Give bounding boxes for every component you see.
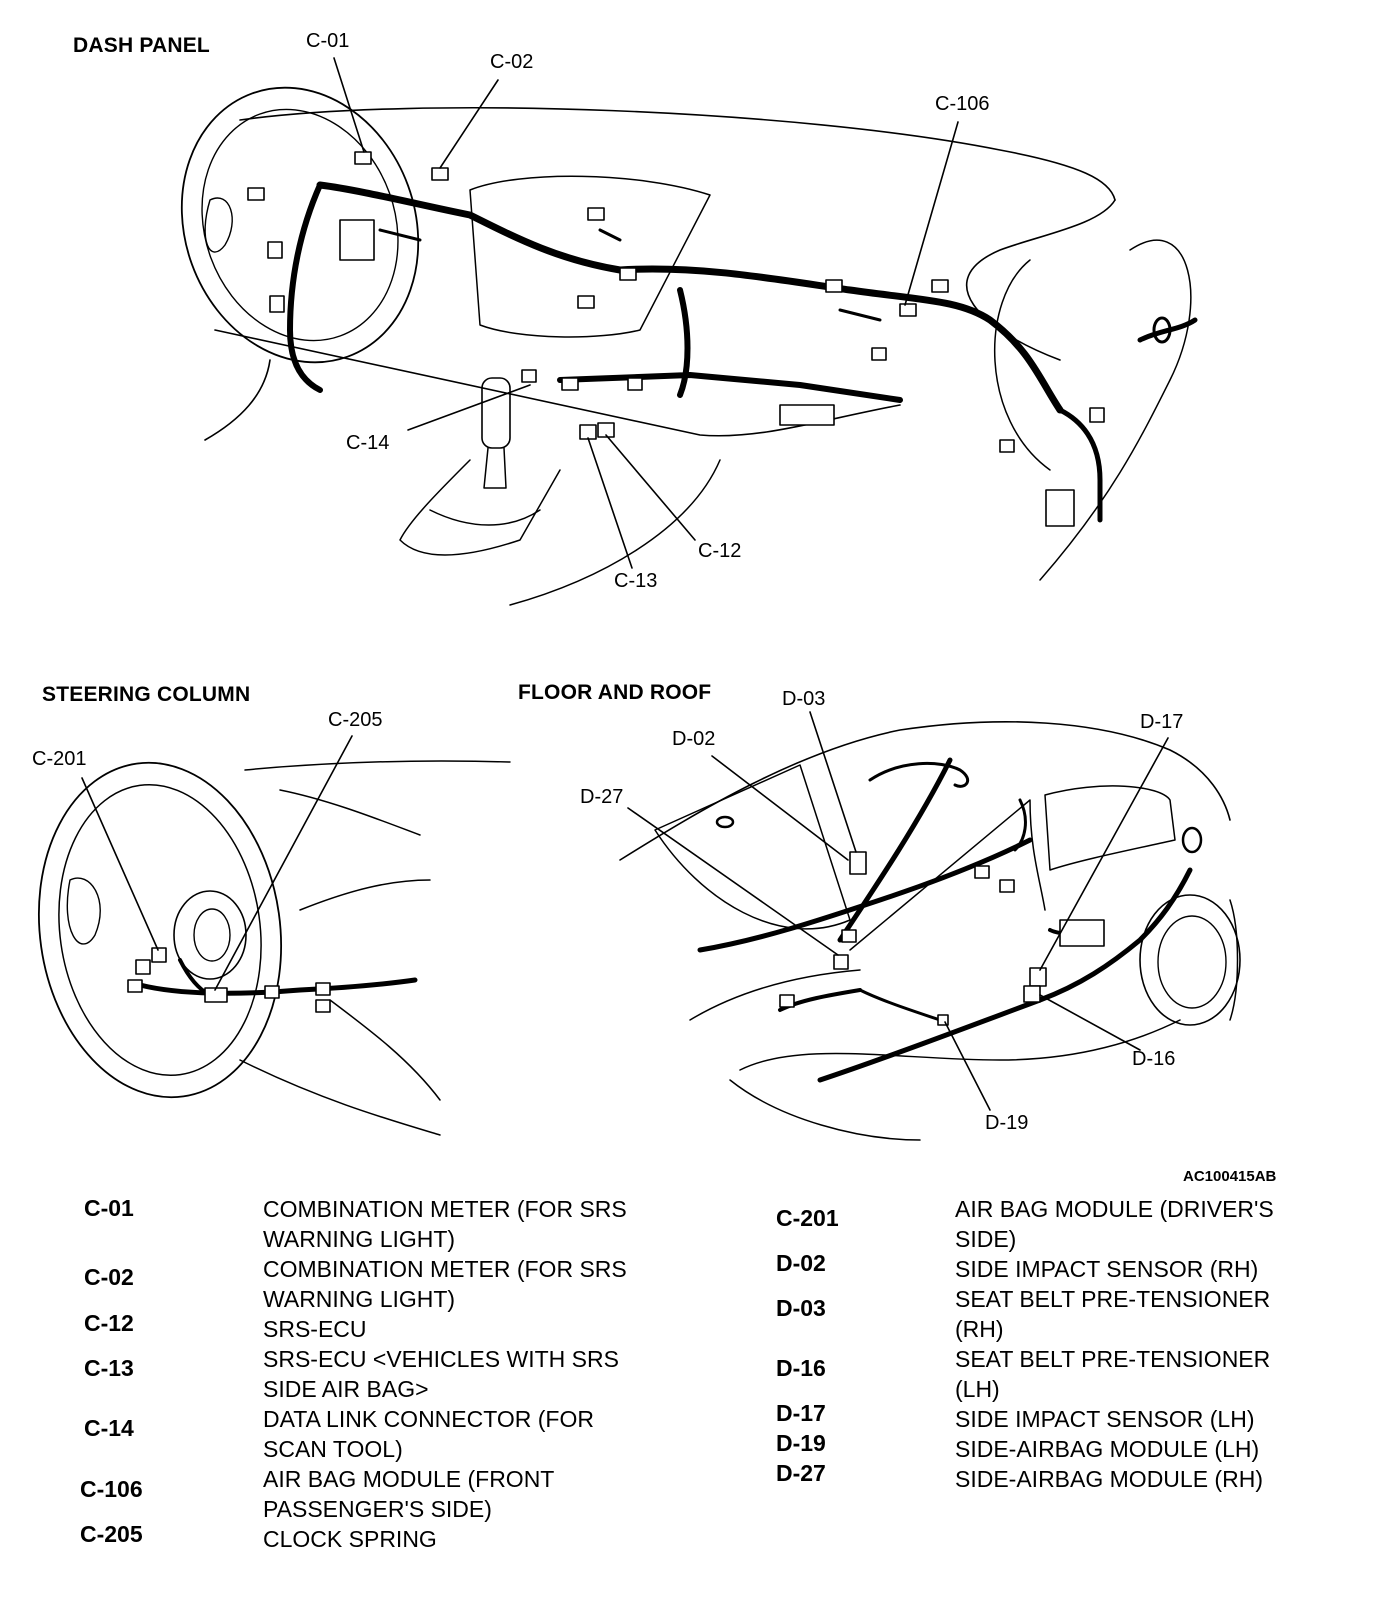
legend-code: C-201 [776,1205,839,1231]
callout-d-03: D-03 [782,688,826,710]
legend-line: (RH) [955,1316,1004,1342]
legend-line: SIDE IMPACT SENSOR (LH) [955,1406,1255,1432]
legend-description: SRS-ECU [263,1314,367,1344]
legend-code: D-02 [776,1250,826,1276]
legend-line: SRS-ECU [263,1316,367,1342]
legend-line: SEAT BELT PRE-TENSIONER [955,1346,1271,1372]
legend-description: COMBINATION METER (FOR SRS WARNING LIGHT… [263,1194,627,1254]
legend-description: SEAT BELT PRE-TENSIONER (LH) [955,1344,1270,1404]
legend-code: C-205 [80,1521,143,1547]
callout-d-27: D-27 [580,786,624,808]
legend-line: PASSENGER'S SIDE) [263,1496,492,1522]
section-title-floor-and-roof: FLOOR AND ROOF [518,681,712,704]
legend-description: AIR BAG MODULE (FRONT PASSENGER'S SIDE) [263,1464,554,1524]
legend-line: DATA LINK CONNECTOR (FOR [263,1406,594,1432]
legend-code: D-27 [776,1460,826,1486]
legend-line: SIDE-AIRBAG MODULE (LH) [955,1436,1260,1462]
steering-column-drawing [37,760,511,1136]
leader-lines [81,57,1169,1111]
callout-c-14: C-14 [346,432,390,454]
legend-code: D-19 [776,1430,826,1456]
dash-panel-drawing [180,86,1198,606]
legend-line: SEAT BELT PRE-TENSIONER [955,1286,1271,1312]
legend-code: C-01 [84,1195,134,1221]
callout-c-106: C-106 [935,93,990,115]
callout-c-205: C-205 [328,709,383,731]
legend-line: SCAN TOOL) [263,1436,403,1462]
callout-d-17: D-17 [1140,711,1184,733]
legend-line: SIDE-AIRBAG MODULE (RH) [955,1466,1263,1492]
legend-code: C-14 [84,1415,134,1441]
legend-description: SIDE IMPACT SENSOR (RH) [955,1254,1258,1284]
callout-c-201: C-201 [32,748,87,770]
legend-code: C-12 [84,1310,134,1336]
legend-description: SEAT BELT PRE-TENSIONER (RH) [955,1284,1270,1344]
floor-and-roof-drawing [619,721,1241,1141]
callout-c-13: C-13 [614,570,658,592]
legend-code: C-106 [80,1476,143,1502]
callout-d-02: D-02 [672,728,716,750]
callout-c-01: C-01 [306,30,350,52]
callout-c-12: C-12 [698,540,742,562]
legend-code: C-13 [84,1355,134,1381]
legend-line: COMBINATION METER (FOR SRS [263,1196,627,1222]
callout-d-19: D-19 [985,1112,1029,1134]
legend-description: SIDE IMPACT SENSOR (LH) [955,1404,1254,1434]
callout-d-16: D-16 [1132,1048,1176,1070]
legend-description: SIDE-AIRBAG MODULE (RH) [955,1464,1263,1494]
legend-description: SRS-ECU <VEHICLES WITH SRS SIDE AIR BAG> [263,1344,619,1404]
legend-code: D-17 [776,1400,826,1426]
section-title-dash-panel: DASH PANEL [73,34,210,57]
legend-description: COMBINATION METER (FOR SRS WARNING LIGHT… [263,1254,627,1314]
legend-description: SIDE-AIRBAG MODULE (LH) [955,1434,1259,1464]
legend-code: D-16 [776,1355,826,1381]
legend-line: COMBINATION METER (FOR SRS [263,1256,627,1282]
wiring-illustration [37,57,1241,1141]
legend-description: CLOCK SPRING [263,1524,437,1554]
legend-line: SRS-ECU <VEHICLES WITH SRS [263,1346,619,1372]
legend-line: WARNING LIGHT) [263,1286,456,1312]
legend-description: AIR BAG MODULE (DRIVER'S SIDE) [955,1194,1274,1254]
legend-line: SIDE AIR BAG> [263,1376,429,1402]
callout-c-02: C-02 [490,51,534,73]
figure-code: AC100415AB [1183,1168,1277,1185]
legend-line: AIR BAG MODULE (FRONT [263,1466,555,1492]
legend-line: WARNING LIGHT) [263,1226,456,1252]
legend-line: SIDE IMPACT SENSOR (RH) [955,1256,1259,1282]
legend-code: D-03 [776,1295,826,1321]
legend-code: C-02 [84,1264,134,1290]
legend-line: AIR BAG MODULE (DRIVER'S [955,1196,1274,1222]
legend-line: SIDE) [955,1226,1017,1252]
legend-line: CLOCK SPRING [263,1526,437,1552]
legend-line: (LH) [955,1376,1000,1402]
legend-description: DATA LINK CONNECTOR (FOR SCAN TOOL) [263,1404,594,1464]
section-title-steering-column: STEERING COLUMN [42,683,251,706]
